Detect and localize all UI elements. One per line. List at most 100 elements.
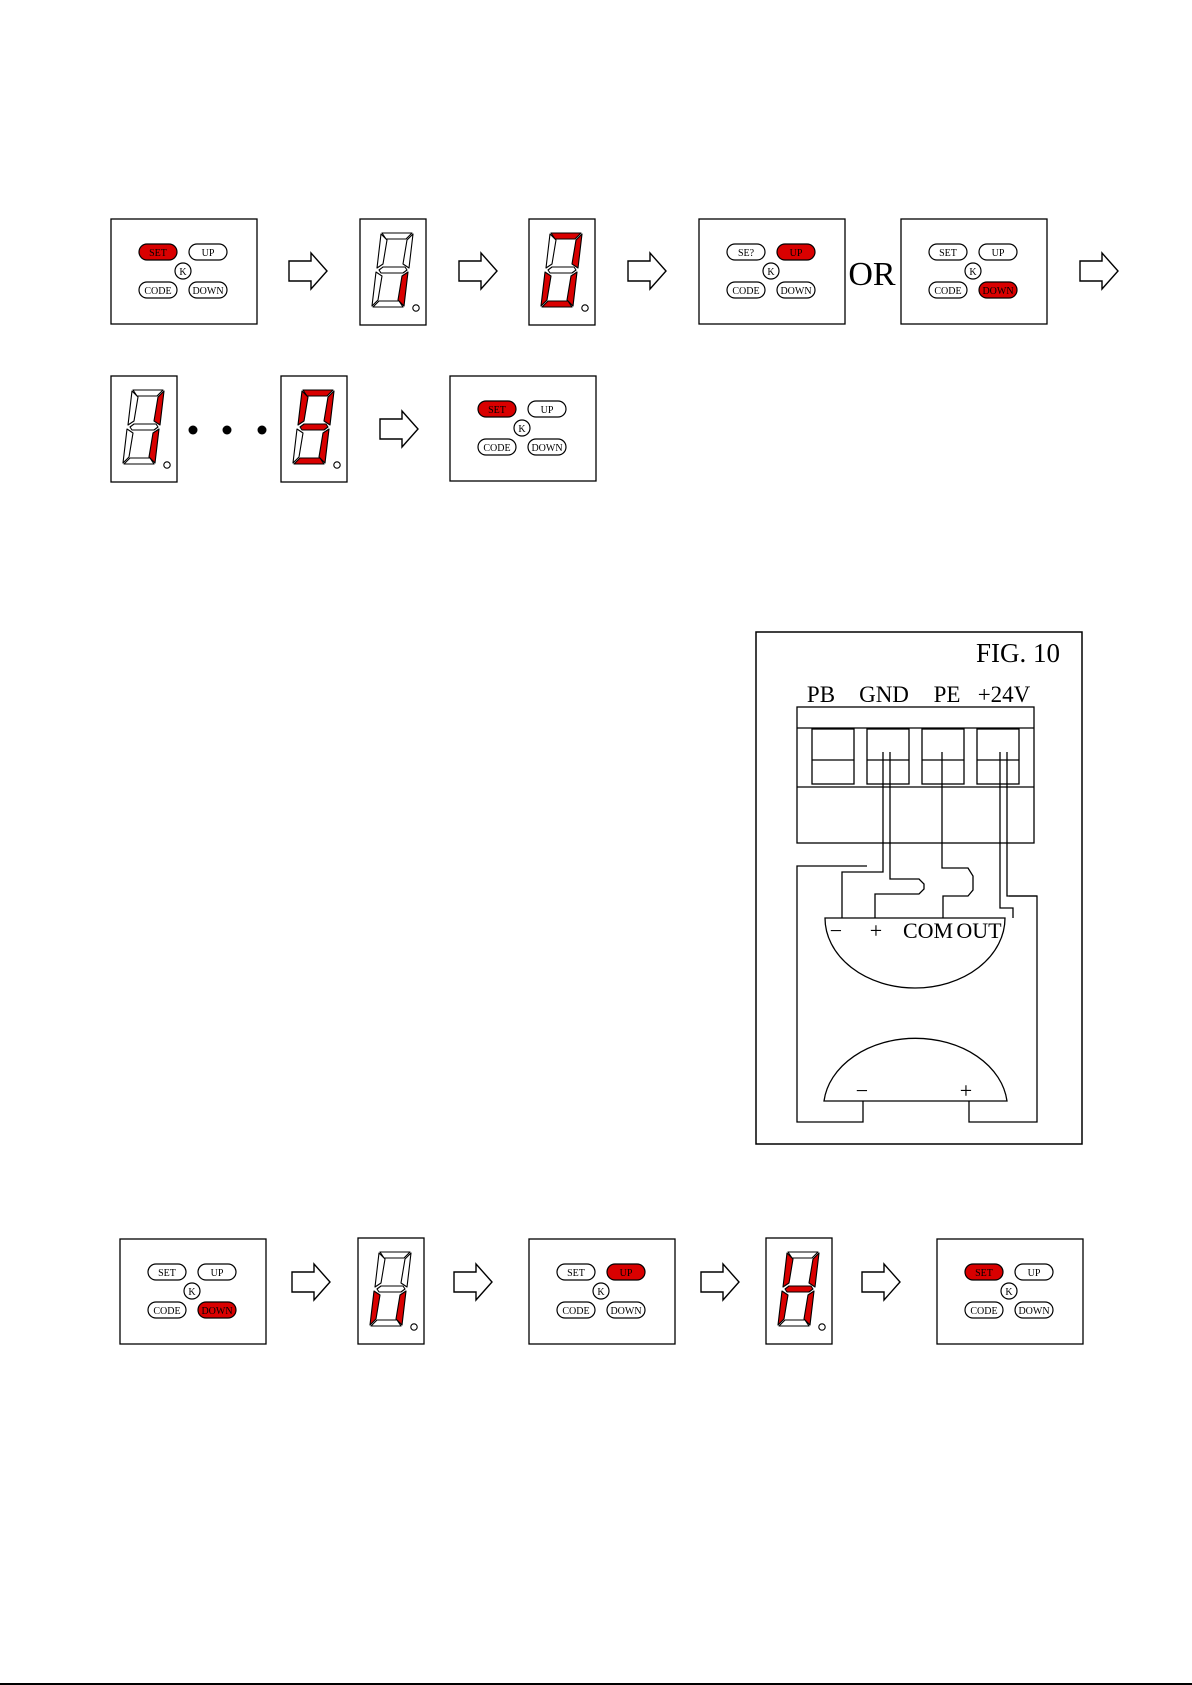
arrow-shape — [289, 253, 327, 289]
code-button[interactable]: CODE — [929, 282, 967, 298]
segment-d — [124, 458, 154, 464]
segment-g — [548, 267, 576, 273]
segment-a — [303, 390, 333, 396]
arrow-right-icon — [459, 253, 497, 289]
code-button-label: CODE — [153, 1306, 180, 1317]
arrow-shape — [380, 411, 418, 447]
down-button-label: DOWN — [1018, 1306, 1049, 1317]
sensor-terminal-label: OUT — [956, 918, 1002, 943]
down-button[interactable]: DOWN — [189, 282, 227, 298]
ellipsis-dot — [223, 426, 232, 435]
k-center-label: K — [188, 1287, 196, 1298]
up-button[interactable]: UP — [777, 244, 815, 260]
arrow-shape — [454, 1264, 492, 1300]
k-center-button[interactable]: K — [763, 263, 779, 279]
set-button[interactable]: SET — [965, 1264, 1003, 1280]
up-button[interactable]: UP — [189, 244, 227, 260]
down-button[interactable]: DOWN — [979, 282, 1017, 298]
code-button[interactable]: CODE — [139, 282, 177, 298]
code-button[interactable]: CODE — [148, 1302, 186, 1318]
figure-title: FIG. 10 — [976, 638, 1060, 668]
code-button[interactable]: CODE — [965, 1302, 1003, 1318]
down-button[interactable]: DOWN — [528, 439, 566, 455]
set-button[interactable]: SET — [139, 244, 177, 260]
down-button[interactable]: DOWN — [777, 282, 815, 298]
segment-a — [380, 1252, 410, 1258]
k-center-button[interactable]: K — [965, 263, 981, 279]
down-button[interactable]: DOWN — [1015, 1302, 1053, 1318]
sensor-terminal-label: + — [870, 918, 882, 943]
arrow-right-icon — [1080, 253, 1118, 289]
decimal-point — [334, 462, 340, 468]
arrow-shape — [628, 253, 666, 289]
code-button-label: CODE — [562, 1306, 589, 1317]
code-button[interactable]: CODE — [478, 439, 516, 455]
set-button-label: SET — [975, 1268, 993, 1279]
down-button-label: DOWN — [201, 1306, 232, 1317]
k-center-label: K — [767, 267, 775, 278]
seven-segment-display — [360, 219, 426, 325]
k-center-button[interactable]: K — [184, 1283, 200, 1299]
segment-a — [551, 233, 581, 239]
up-button[interactable]: UP — [979, 244, 1017, 260]
set-button[interactable]: SET — [929, 244, 967, 260]
k-center-button[interactable]: K — [1001, 1283, 1017, 1299]
terminal-label: GND — [859, 682, 909, 707]
up-button[interactable]: UP — [528, 401, 566, 417]
set-button-label: SET — [158, 1268, 176, 1279]
code-button[interactable]: CODE — [557, 1302, 595, 1318]
down-button-label: DOWN — [531, 443, 562, 454]
segment-d — [371, 1320, 401, 1326]
down-button-label: DOWN — [982, 286, 1013, 297]
decimal-point — [819, 1324, 825, 1330]
down-button-label: DOWN — [610, 1306, 641, 1317]
keypad-panel: SET UP CODE DOWNK — [937, 1239, 1083, 1344]
up-button[interactable]: UP — [607, 1264, 645, 1280]
up-button[interactable]: UP — [198, 1264, 236, 1280]
segment-g — [377, 1286, 405, 1292]
arrow-right-icon — [701, 1264, 739, 1300]
or-label: OR — [848, 256, 896, 293]
sensor-terminal-label: COM — [903, 918, 953, 943]
set-button[interactable]: SE? — [727, 244, 765, 260]
decimal-point — [582, 305, 588, 311]
down-button[interactable]: DOWN — [607, 1302, 645, 1318]
up-button-label: UP — [1028, 1268, 1041, 1279]
set-button-label: SE? — [738, 248, 755, 259]
down-button-label: DOWN — [780, 286, 811, 297]
segment-a — [382, 233, 412, 239]
arrow-right-icon — [380, 411, 418, 447]
set-button[interactable]: SET — [148, 1264, 186, 1280]
fig-10-wiring-diagram: FIG. 10 PB GND PE +24V — [756, 632, 1082, 1144]
row-1-sequence: SET UP CODE DOWN K SE? UP CODE DOWN K OR SET UP CO… — [111, 219, 1118, 325]
arrow-shape — [1080, 253, 1118, 289]
up-button-label: UP — [620, 1268, 633, 1279]
up-button[interactable]: UP — [1015, 1264, 1053, 1280]
k-center-label: K — [969, 267, 977, 278]
code-button-label: CODE — [970, 1306, 997, 1317]
arrow-shape — [292, 1264, 330, 1300]
keypad-panel: SET UP CODE DOWN K — [111, 219, 257, 324]
power-terminal-label: + — [960, 1078, 972, 1103]
k-center-button[interactable]: K — [593, 1283, 609, 1299]
seven-segment-display — [766, 1238, 832, 1344]
set-button[interactable]: SET — [478, 401, 516, 417]
decimal-point — [164, 462, 170, 468]
arrow-right-icon — [628, 253, 666, 289]
down-button[interactable]: DOWN — [198, 1302, 236, 1318]
k-center-button[interactable]: K — [175, 263, 191, 279]
arrow-right-icon — [862, 1264, 900, 1300]
code-button[interactable]: CODE — [727, 282, 765, 298]
up-button-label: UP — [992, 248, 1005, 259]
segment-d — [294, 458, 324, 464]
set-button[interactable]: SET — [557, 1264, 595, 1280]
segment-a — [133, 390, 163, 396]
arrow-shape — [701, 1264, 739, 1300]
k-center-button[interactable]: K — [514, 420, 530, 436]
segment-g — [300, 424, 328, 430]
seven-segment-display — [529, 219, 595, 325]
decimal-point — [411, 1324, 417, 1330]
